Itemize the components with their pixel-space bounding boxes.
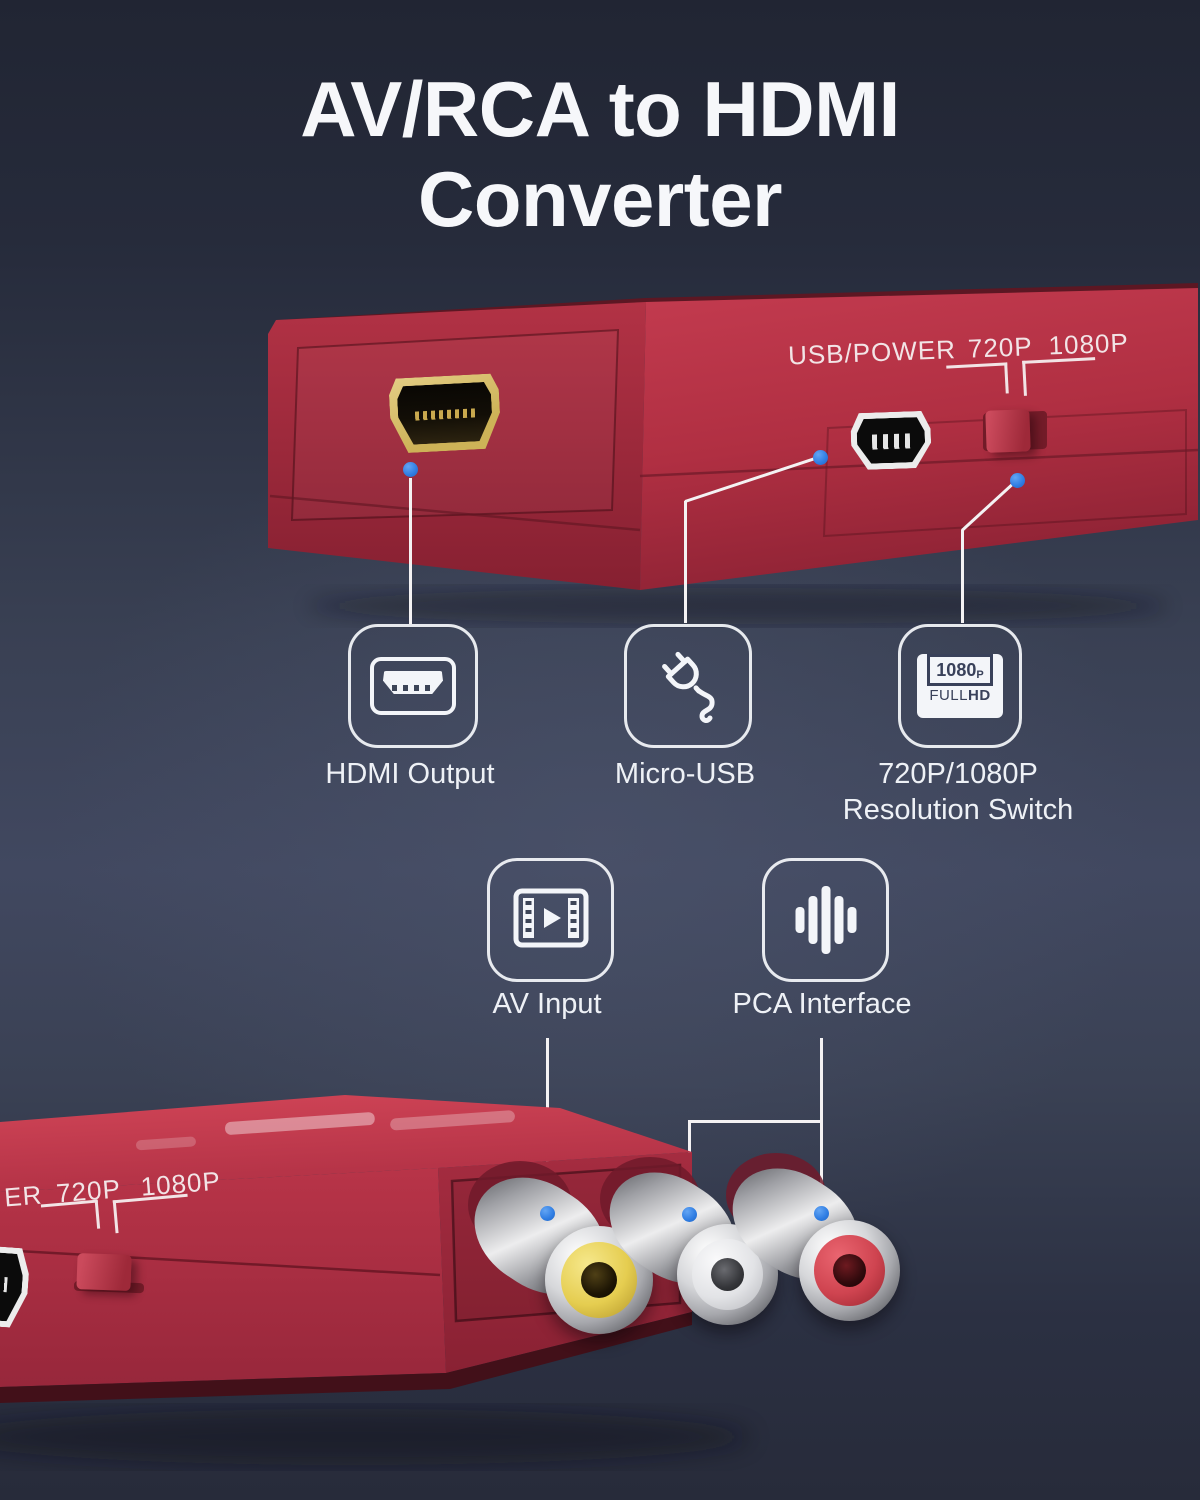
- feature-card-av-input: [487, 858, 614, 982]
- resolution-switch-slider: [985, 409, 1031, 453]
- badge-hd: HD: [968, 687, 991, 704]
- mini-usb-port: [850, 411, 932, 471]
- callout-dot-pca-white: [682, 1207, 697, 1222]
- rca-jack-white: [677, 1224, 778, 1325]
- device-print-720p: 720P: [967, 331, 1034, 364]
- equalizer-bars-icon: [795, 886, 856, 954]
- callout-line-hdmi: [409, 478, 412, 624]
- case-seam: [0, 1248, 441, 1277]
- callout-dot-switch: [1010, 473, 1025, 488]
- callout-dot-pca-red: [814, 1206, 829, 1221]
- callout-line-switch: [961, 530, 964, 623]
- callout-dot-av-input: [540, 1206, 555, 1221]
- badge-1080: 1080: [936, 659, 977, 680]
- device-floor-shadow: [308, 588, 1168, 624]
- feature-card-pca-interface: [762, 858, 889, 982]
- hdmi-port-icon: [370, 657, 456, 715]
- badge-p: P: [976, 669, 984, 681]
- feature-label-pca-interface: PCA Interface: [732, 988, 912, 1020]
- film-play-icon: [513, 888, 588, 948]
- page-title: AV/RCA to HDMI Converter: [0, 64, 1200, 244]
- feature-card-micro-usb: [624, 624, 752, 748]
- device-underside: [0, 1312, 692, 1403]
- callout-line-pca-bracket: [688, 1120, 822, 1123]
- callout-line-pca: [820, 1038, 823, 1122]
- port-recess-panel: [822, 408, 1187, 538]
- bracket-1080p-bottom: [112, 1193, 191, 1234]
- rca-jack-red: [799, 1220, 900, 1321]
- device-left-face: [0, 1168, 446, 1387]
- feature-label-resolution-line1: 720P/1080P: [878, 758, 1038, 790]
- page-title-line1: AV/RCA to HDMI: [300, 65, 900, 153]
- feature-label-av-input: AV Input: [492, 988, 602, 1020]
- hdmi-recess-panel: [290, 328, 620, 522]
- callout-line-usb: [684, 501, 687, 623]
- resolution-switch-slider-bottom: [76, 1253, 132, 1291]
- case-seam: [269, 494, 641, 532]
- feature-label-micro-usb: Micro-USB: [614, 758, 756, 790]
- hdmi-pins: [415, 408, 476, 420]
- mini-usb-pins: [872, 434, 911, 450]
- feature-label-resolution-line2: Resolution Switch: [842, 794, 1074, 826]
- hdmi-port: [388, 373, 502, 454]
- embossed-logo-highlights: [136, 1110, 515, 1151]
- bracket-720p: [946, 362, 1009, 397]
- bracket-1080p: [1022, 357, 1097, 396]
- feature-label-hdmi-output: HDMI Output: [325, 758, 495, 790]
- callout-dot-usb: [813, 450, 828, 465]
- bracket-720p-bottom: [40, 1199, 101, 1234]
- callout-dot-hdmi: [403, 462, 418, 477]
- badge-full: FULL: [929, 687, 968, 704]
- device-print-usb-power: USB/POWER: [787, 334, 957, 371]
- device-floor-shadow: [0, 1409, 750, 1465]
- callout-line-pca-red: [820, 1122, 823, 1215]
- rca-jack-yellow: [545, 1226, 653, 1334]
- mini-usb-cavity: [856, 417, 926, 464]
- page-title-line2: Converter: [418, 155, 782, 243]
- hdmi-port-cavity: [397, 382, 494, 446]
- feature-card-hdmi-output: [348, 624, 478, 748]
- device-print-er: ER: [3, 1179, 44, 1213]
- power-plug-icon: [662, 651, 715, 723]
- device-top-face: [0, 1095, 692, 1192]
